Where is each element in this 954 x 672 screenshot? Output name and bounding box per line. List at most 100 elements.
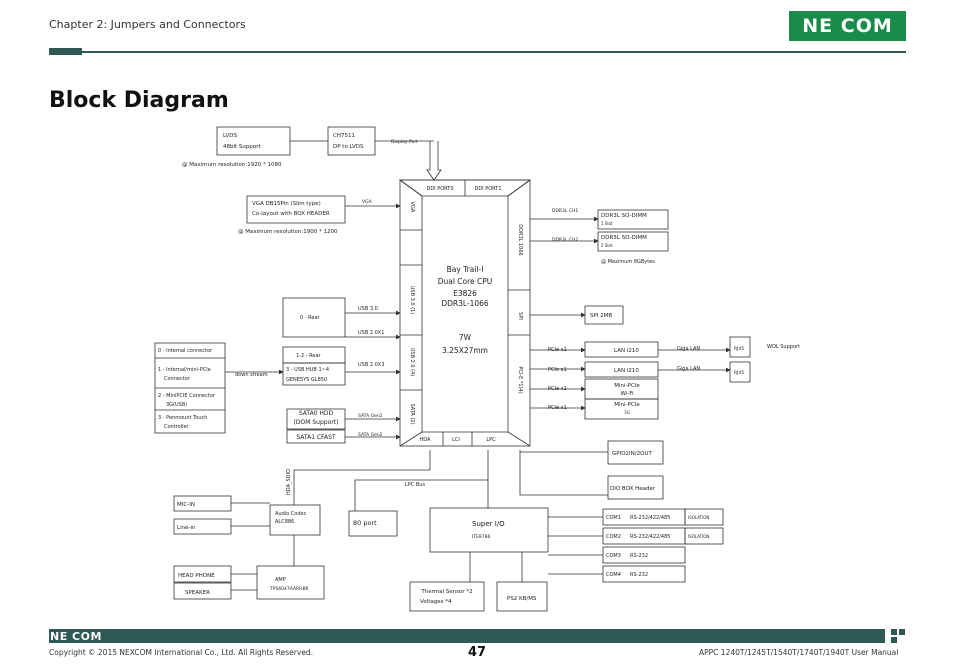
mpcie-wifi: Mini-PCIe — [614, 383, 640, 389]
lan1: LAN i210 — [614, 348, 639, 354]
mpcie-3g: Mini-PCIe — [614, 402, 640, 408]
usb-rear: 0 - Rear — [300, 315, 321, 321]
link-display-port: Display Port — [391, 139, 418, 145]
com1-type: RS-232/422/485 — [630, 515, 670, 521]
isolation-1: ISOLATION — [688, 515, 709, 520]
mpcie-wifi-sub: Wi-Fi — [620, 391, 634, 397]
port80-label: 80 port — [353, 519, 377, 527]
ddr-max: @ Maximum 8GBytes — [601, 259, 655, 265]
page-number: 47 — [468, 645, 487, 660]
internal-3b: Controller — [164, 424, 190, 430]
isolation-2: ISOLATION — [688, 534, 709, 539]
cpu-lci: LCI — [452, 437, 460, 443]
cpu-ddi1: DDI PORT1 — [474, 186, 501, 192]
superio-label: Super I/O — [472, 520, 505, 528]
footer-logo: NE COM — [50, 630, 102, 643]
dio-label: DIO BOX Header — [610, 486, 656, 492]
wol-support: WOL Support — [767, 344, 800, 350]
ddr-slot2-sub: 2 Slot — [601, 243, 613, 248]
chapter-heading: Chapter 2: Jumpers and Connectors — [49, 18, 246, 31]
com3-type: RS-232 — [630, 553, 648, 559]
com2-type: RS-232/422/485 — [630, 534, 670, 540]
link-usb30: USB 3.0 — [358, 306, 378, 312]
link-hda-sdio: HDA_SDIO — [286, 469, 292, 495]
lvds-label: LVDS — [223, 133, 237, 139]
link-ddr-ch2: DDR3L CH2 — [552, 237, 578, 243]
nexcom-logo: NE COM — [789, 11, 906, 41]
downstream-label: down stream — [235, 372, 268, 378]
cpu-sata: SATA (2) — [409, 403, 415, 424]
link-vga: VGA — [362, 199, 373, 205]
sata1-label: SATA1 CFAST — [296, 434, 336, 441]
cpu-usb20: USB 2.0 (4) — [409, 348, 415, 377]
internal-1b: Connector — [164, 376, 191, 382]
footer-square — [899, 629, 905, 635]
sata0-sub: (DOM Support) — [294, 419, 339, 426]
ch7511-sub: DP to LVDS — [333, 144, 364, 150]
amp-chip: TPS6047AARHBR — [269, 586, 309, 592]
cpu-power: 7W — [459, 333, 472, 342]
link-sata-gen2a: SATA Gen2 — [358, 413, 383, 419]
cpu-usb30: USB 3.0 (1) — [409, 286, 415, 315]
thermal-sub: Voltages *4 — [420, 599, 452, 605]
vga-resolution: @ Maximum resolution:1900 * 1200 — [238, 229, 338, 235]
ddr-slot1-sub: 1 Slot — [601, 221, 613, 226]
cpu-block — [398, 179, 532, 447]
header-accent — [49, 48, 82, 55]
sata0-label: SATA0 HDD — [299, 410, 334, 417]
internal-1: 1 - Internal/mini-PCIe — [158, 367, 211, 373]
mpcie-3g-sub: 3G — [624, 410, 630, 415]
link-giga2: Giga LAN — [677, 366, 700, 372]
footer-bar — [49, 629, 885, 643]
link-ddr-ch1: DDR3L CH1 — [552, 208, 578, 214]
com3: COM3 — [606, 553, 621, 559]
rj45-1: RJ45 — [734, 346, 744, 352]
link-usb20x1: USB 2.0X1 — [358, 330, 384, 336]
cpu-line2: Dual Core CPU — [438, 277, 493, 286]
cpu-lpc: LPC — [486, 437, 496, 443]
internal-0: 0 - Internal connector — [158, 348, 213, 354]
speaker: SPEAKER — [185, 590, 210, 596]
amp-label: AMP — [275, 577, 286, 583]
cpu-name: Bay Trail-I — [447, 265, 484, 274]
usb-hub: 3 - USB HUB 1~4 — [286, 367, 329, 373]
internal-3: 3 - Penmount Touch — [158, 415, 207, 421]
usb-rear2: 1-2 - Rear — [296, 353, 322, 359]
ddr-slot2: DDR3L SO-DIMM — [601, 235, 647, 241]
cpu-line3: E3826 — [453, 289, 477, 298]
spi-flash: SPI 2MB — [590, 313, 612, 319]
lan2: LAN i210 — [614, 368, 639, 374]
copyright: Copyright © 2015 NEXCOM International Co… — [49, 648, 314, 657]
internal-2: 2 - MiniPCIE Connector — [158, 393, 216, 399]
com4-type: RS-232 — [630, 572, 648, 578]
link-sata-gen2b: SATA Gen2 — [358, 432, 383, 438]
page-title: Block Diagram — [49, 88, 229, 113]
link-giga1: Giga LAN — [677, 346, 700, 352]
lvds-resolution: @ Maximum resolution:1920 * 1080 — [182, 162, 282, 168]
superio-chip: ITE8786 — [472, 534, 491, 540]
cpu-line4: DDR3L-1066 — [441, 299, 489, 308]
cpu-ddi0: DDI PORT0 — [426, 186, 453, 192]
ps2-label: PS2 KB/MS — [507, 596, 537, 602]
gpio-label: GPIO2IN/2OUT — [612, 451, 652, 457]
cpu-pcie: PCI-E *1(4) — [517, 366, 523, 393]
internal-2b: 3G(USB) — [166, 402, 187, 408]
codec-chip: ALC886 — [275, 519, 294, 525]
cpu-hda: HDA — [420, 437, 432, 443]
line-in: Line-in — [177, 525, 196, 531]
cpu-size: 3.25X27mm — [442, 346, 488, 355]
link-pcie3: PCIe x1 — [548, 386, 567, 392]
codec-label: Audio Codec — [275, 511, 307, 517]
link-lpc-bus: LPC Bus — [405, 482, 425, 488]
headphone: HEAD PHONE — [178, 573, 215, 579]
vga-sub: Co-layout with BOX HEADER — [252, 211, 330, 217]
manual-title: APPC 1240T/1245T/1540T/1740T/1940T User … — [699, 648, 899, 657]
footer-square — [891, 629, 897, 635]
com2: COM2 — [606, 534, 621, 540]
footer-square — [891, 637, 897, 643]
mic-in: MIC-IN — [177, 502, 195, 508]
ddr-slot1: DDR3L SO-DIMM — [601, 213, 647, 219]
cpu-vga: VGA — [409, 202, 415, 213]
com4: COM4 — [606, 572, 621, 578]
